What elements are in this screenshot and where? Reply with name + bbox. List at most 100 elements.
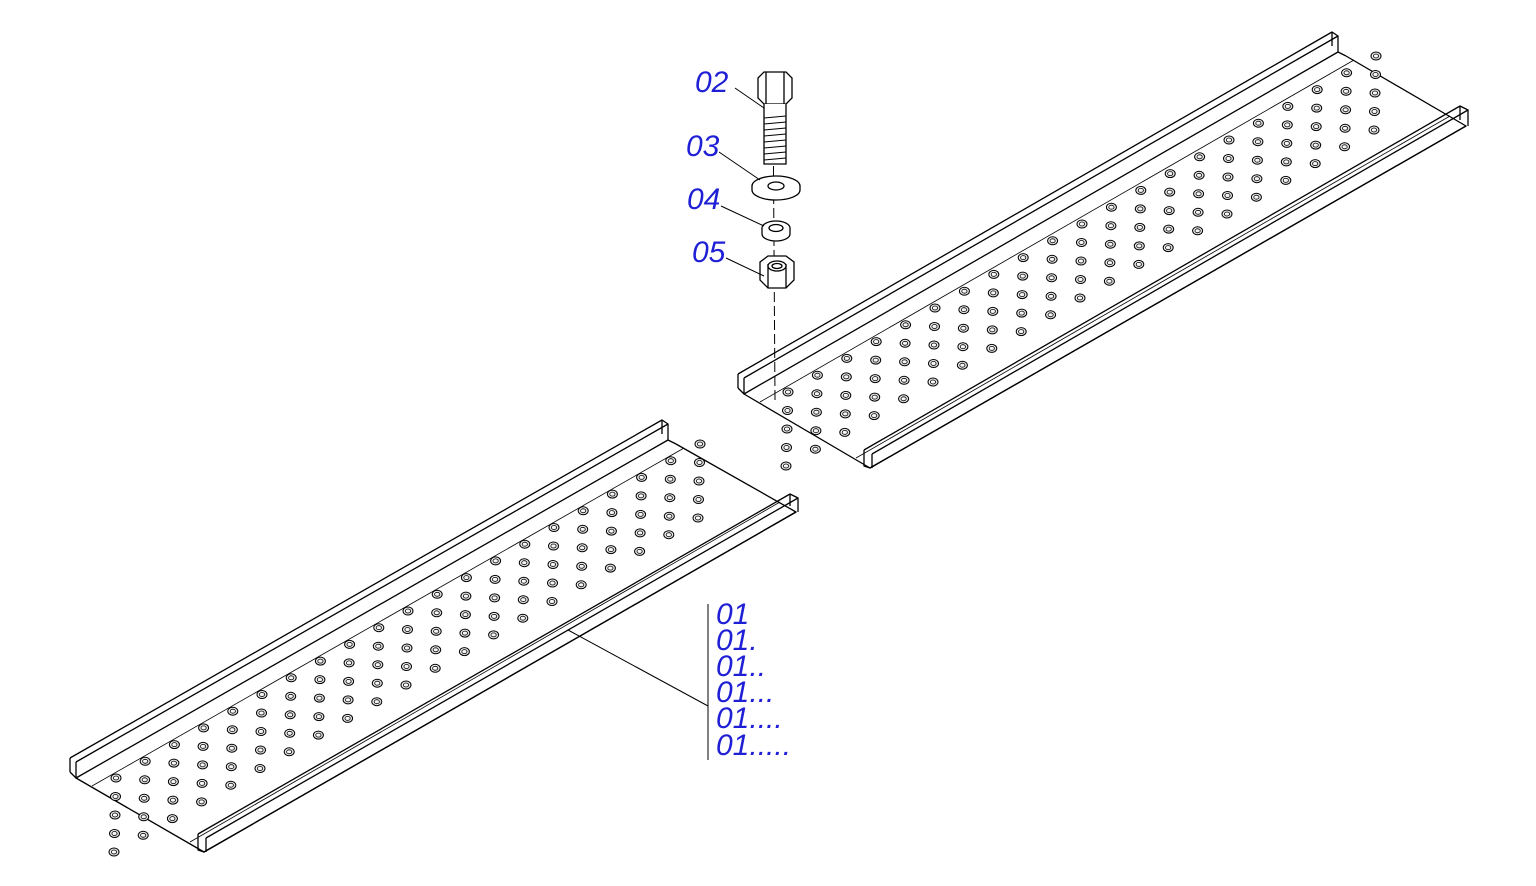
perforation-hole [255, 745, 266, 755]
perforation-hole [285, 691, 297, 701]
perforation-hole-inner [1078, 240, 1085, 245]
perforation-hole-inner [374, 680, 381, 686]
perforation-hole [898, 394, 910, 404]
perforation-hole [459, 610, 471, 620]
perforation-hole-inner [1078, 258, 1085, 264]
perforation-hole-inner [1079, 221, 1086, 227]
perforation-hole [1311, 85, 1323, 95]
perforation-hole [518, 576, 530, 586]
perforation-hole [227, 706, 239, 716]
perforation-hole-inner [1107, 241, 1114, 247]
perforation-hole [576, 543, 588, 553]
perforation-hole [256, 708, 267, 718]
perforation-hole-inner [1108, 204, 1115, 210]
perforation-hole [1016, 308, 1028, 318]
perforation-hole [1339, 123, 1351, 133]
perforation-hole-inner [227, 782, 234, 788]
perforation-hole [342, 695, 354, 705]
perforation-hole [811, 389, 823, 399]
perforation-hole-inner [140, 832, 147, 838]
perforation-hole-inner [228, 764, 235, 770]
perforation-hole-inner [1255, 120, 1262, 126]
perforation-hole-inner [813, 409, 820, 415]
perforation-hole [1340, 105, 1352, 115]
perforation-hole-inner [1136, 224, 1143, 230]
perforation-hole [196, 797, 208, 807]
perforation-hole-inner [315, 732, 322, 738]
perforation-hole [312, 730, 324, 740]
perforation-hole [957, 323, 969, 333]
perforation-hole-inner [317, 658, 324, 664]
perforation-hole [546, 597, 558, 606]
perforation-hole-inner [1253, 176, 1260, 182]
perforation-hole-inner [140, 814, 147, 820]
perforation-hole [663, 530, 675, 540]
perforation-hole [460, 573, 472, 583]
perforation-hole-inner [1224, 193, 1231, 198]
perforation-hole-inner [1019, 273, 1026, 279]
perforation-hole-inner [873, 339, 880, 345]
perforation-hole [313, 712, 325, 722]
perforation-hole [1251, 174, 1263, 184]
perforation-hole-inner [199, 781, 206, 786]
perforation-hole [139, 756, 151, 766]
perforation-hole-inner [200, 725, 207, 731]
perforation-hole [314, 675, 326, 685]
perforation-hole [1074, 293, 1086, 303]
perforation-hole [138, 793, 150, 803]
perforation-hole [1193, 189, 1205, 199]
perforation-hole-inner [345, 679, 352, 684]
perforation-hole [168, 740, 180, 750]
perforation-hole-inner [667, 458, 674, 464]
perforation-hole [285, 673, 297, 683]
perforation-hole-inner [609, 491, 616, 497]
perforation-hole-inner [256, 766, 263, 771]
perforation-hole-inner [198, 799, 205, 805]
perforation-hole-inner [521, 560, 528, 566]
perforation-hole-inner [432, 647, 439, 653]
perforation-hole-inner [695, 497, 702, 502]
perforation-hole-inner [988, 345, 995, 351]
perforation-hole-inner [462, 593, 469, 599]
perforation-hole-inner [287, 693, 294, 699]
perforation-hole [314, 656, 326, 666]
perforation-hole [343, 658, 355, 668]
perforation-hole-inner [373, 699, 380, 705]
perforation-hole [548, 523, 560, 532]
perforation-hole [110, 792, 121, 801]
perforation-hole-inner [578, 582, 585, 588]
perforation-hole [519, 539, 531, 549]
perforation-hole [929, 322, 940, 331]
perforation-hole-inner [519, 615, 526, 621]
perforation-hole-inner [578, 563, 585, 569]
perforation-hole [1221, 209, 1233, 219]
perforation-hole-inner [1313, 124, 1320, 129]
perforation-hole [284, 728, 296, 738]
perforation-hole [1135, 185, 1147, 195]
perforation-hole-inner [375, 643, 382, 649]
perforation-hole [1016, 290, 1028, 300]
perforation-hole-inner [902, 322, 909, 328]
perforation-hole-inner [316, 677, 323, 682]
perforation-hole-inner [989, 308, 996, 314]
perforation-hole [518, 558, 530, 568]
perforation-hole-inner [520, 578, 527, 584]
perforation-hole [1223, 154, 1234, 163]
perforation-hole-inner [258, 710, 265, 716]
perforation-hole [636, 472, 648, 482]
perforation-hole [1369, 107, 1380, 116]
perforation-hole [400, 680, 412, 690]
perforation-hole-inner [1077, 277, 1084, 282]
hex-bolt [757, 71, 793, 165]
perforation-hole-inner [492, 577, 499, 582]
perforation-hole-inner [959, 344, 966, 350]
perforation-hole-inner [990, 290, 997, 296]
perforation-hole [665, 456, 677, 466]
perforation-hole-inner [434, 591, 441, 597]
perforation-hole [663, 511, 675, 521]
perforation-hole [781, 443, 792, 452]
perforation-hole-inner [169, 797, 176, 803]
callout-bolt: 02 [695, 66, 729, 99]
perforation-hole [1017, 253, 1029, 263]
